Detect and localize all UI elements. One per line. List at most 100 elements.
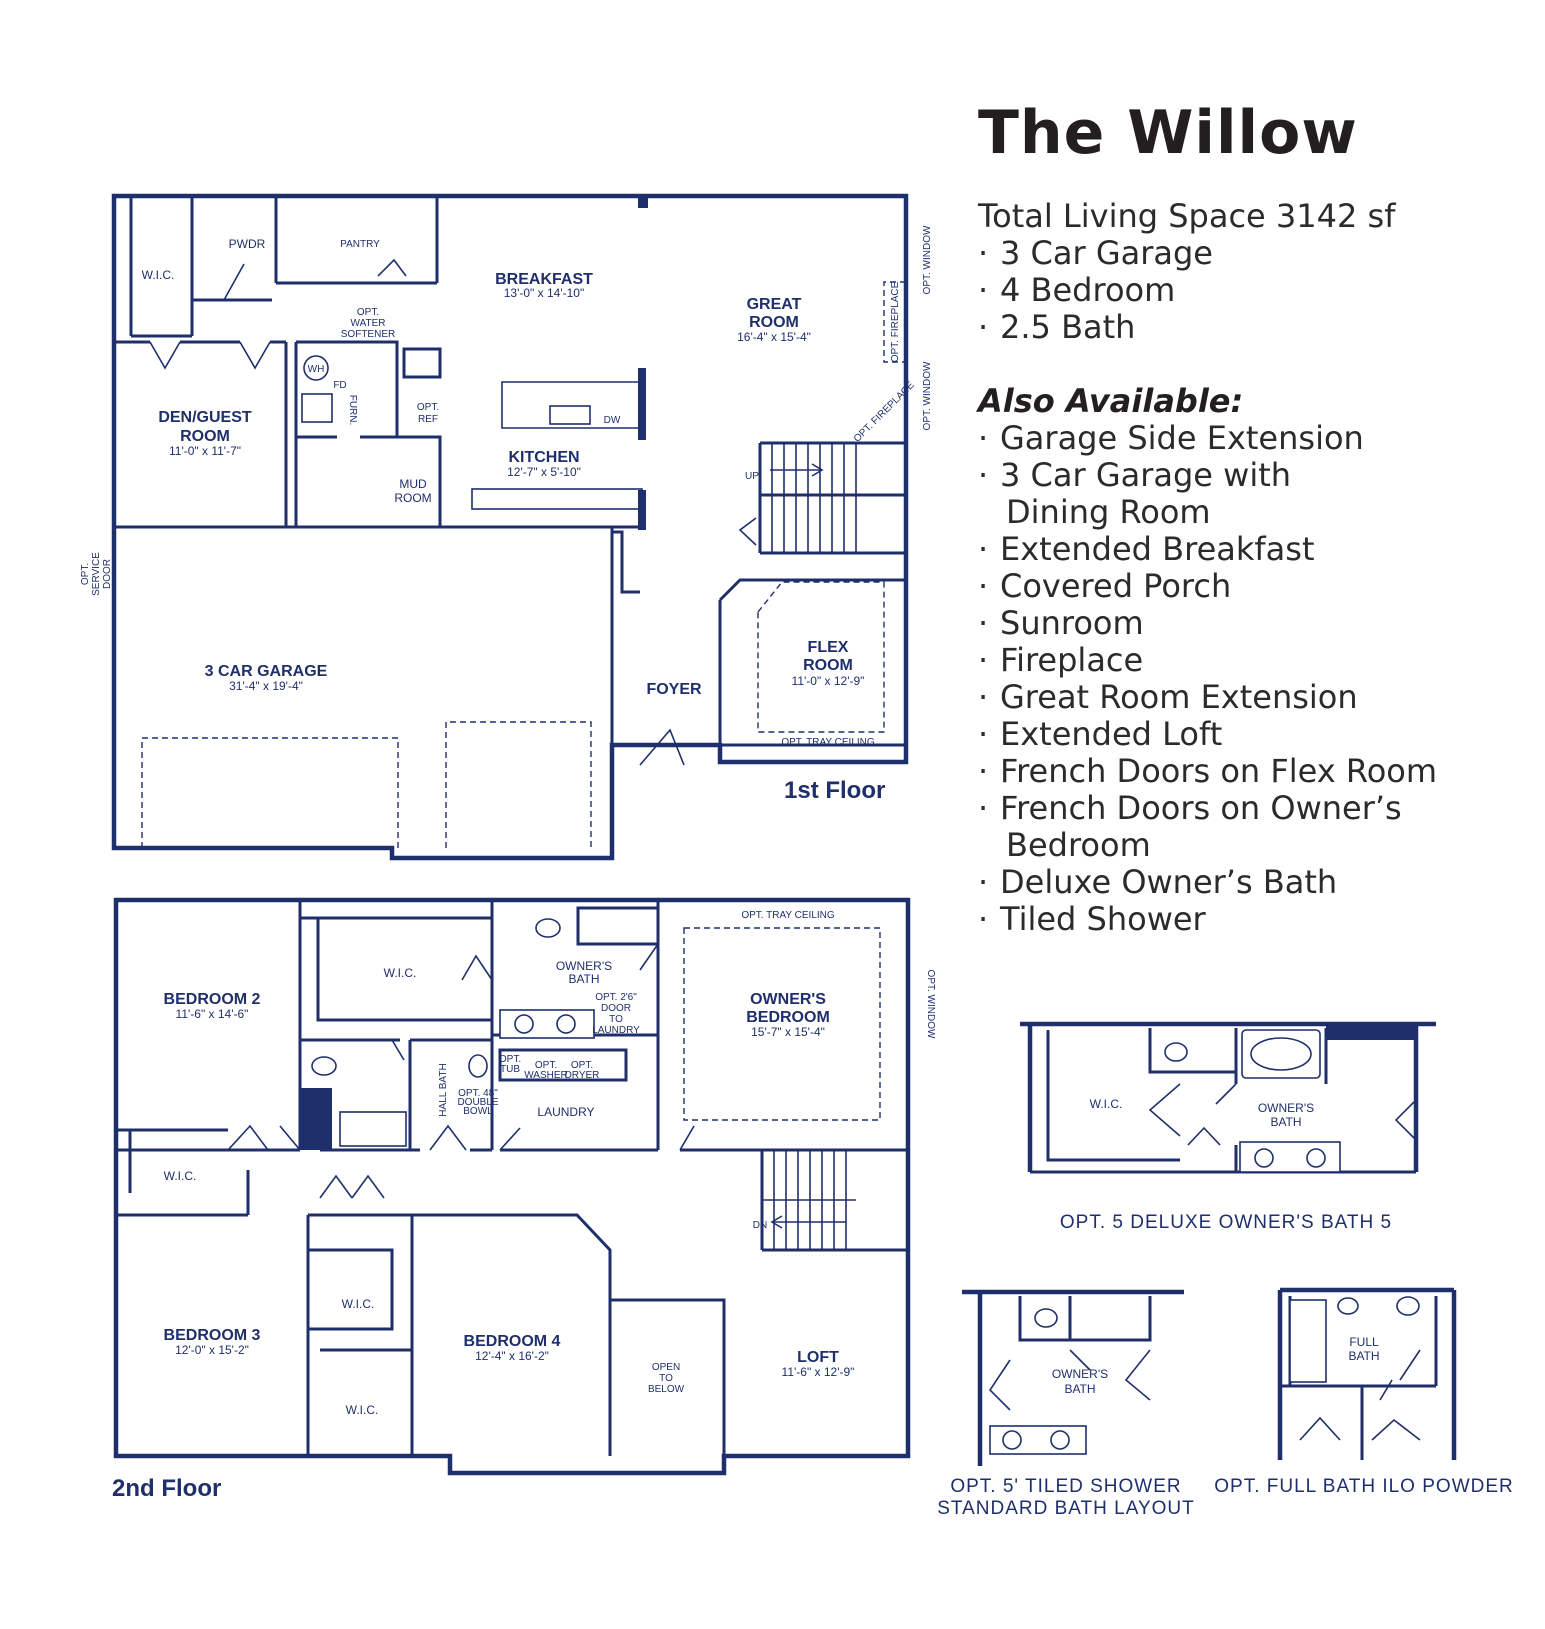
bullet-dot: ·: [978, 419, 989, 457]
also-item-text: Fireplace: [1000, 641, 1144, 679]
service-label-3: DOOR: [102, 559, 113, 589]
deluxe-sink-a: [1254, 1148, 1274, 1168]
also-available-title: Also Available:: [978, 382, 1244, 420]
stair-arrow-2: [770, 1215, 846, 1229]
door-label-4: LAUNDRY: [592, 1025, 640, 1036]
dryer-label-2: DRYER: [565, 1070, 600, 1081]
opt-tub-label-2: TUB: [500, 1064, 520, 1075]
tiled-bath-label-1: OWNER'S: [1052, 1367, 1108, 1381]
window-2-label: OPT. WINDOW: [925, 970, 936, 1039]
hall-tub: [339, 1111, 407, 1147]
feature-garage: ·3 Car Garage: [978, 234, 1213, 272]
also-item-0: · Garage Side Extension: [978, 420, 1538, 457]
hall-toilet: [311, 1056, 337, 1076]
water-heater-icon: [303, 355, 329, 381]
also-item-9-cont: Bedroom: [978, 827, 1538, 864]
owners-bed-label-1: OWNER'S: [750, 991, 826, 1008]
double-label-2: DOUBLE: [457, 1097, 498, 1108]
hall-bath-cabinet: [300, 1088, 332, 1150]
stair-wall: [758, 441, 906, 555]
kitchen-counter: [471, 488, 643, 510]
hall-bath-label: HALL BATH: [438, 1063, 449, 1116]
bedroom4-dim: 12'-4" x 16'-2": [475, 1349, 549, 1363]
mud-label-2: ROOM: [394, 491, 431, 505]
open-label-2: TO: [659, 1373, 673, 1384]
wic-b3b-label: W.I.C.: [346, 1403, 379, 1417]
feature-bath: ·2.5 Bath: [978, 308, 1136, 346]
tray-label-2: OPT. TRAY CEILING: [741, 910, 835, 921]
opt-ref-box: [402, 347, 442, 379]
tiled-shower-option: OWNER'S BATH OPT. 5' TILED SHOWER STANDA…: [937, 1289, 1194, 1519]
full-exterior: [1277, 1287, 1457, 1460]
window-a-label: OPT. WINDOW: [922, 225, 933, 294]
also-item-6: ·Great Room Extension: [978, 679, 1538, 716]
owners-bath-label-1: OWNER'S: [556, 959, 612, 973]
door-label-1: OPT. 2'6": [595, 992, 637, 1003]
water-label-3: SOFTENER: [341, 329, 395, 340]
dn-label: DN: [753, 1220, 767, 1231]
furn-label: FURN.: [347, 395, 358, 426]
feature-bedroom: ·4 Bedroom: [978, 271, 1176, 309]
wh-label: WH: [308, 364, 325, 375]
full-caption: OPT. FULL BATH ILO POWDER: [1214, 1476, 1514, 1497]
door-swings-1: [149, 258, 757, 766]
full-doors: [1299, 1349, 1421, 1441]
bullet-dot: ·: [978, 863, 989, 901]
also-item-9: ·French Doors on Owner’s: [978, 790, 1538, 827]
garage-door-a: [141, 737, 399, 848]
also-item-text: French Doors on Flex Room: [1000, 752, 1438, 790]
tiled-sink-b: [1050, 1430, 1070, 1450]
great-room-fireplace-opt: [883, 281, 906, 363]
owners-bath-label-2: BATH: [568, 972, 599, 986]
bedroom3-wall: [116, 1170, 414, 1456]
plan-info-panel: The Willow Total Living Space 3142 sf ·3…: [978, 100, 1538, 938]
second-floor-plan: BEDROOM 2 11'-6" x 14'-6" W.I.C. OWNER'S…: [112, 897, 936, 1502]
also-item-text: Tiled Shower: [1000, 900, 1206, 938]
deluxe-caption: OPT. 5 DELUXE OWNER'S BATH 5: [1060, 1212, 1392, 1233]
owners-bed-label-2: BEDROOM: [746, 1009, 830, 1026]
garage-wall: [114, 525, 614, 757]
den-dim: 11'-0" x 11'-7": [169, 444, 241, 458]
full-bath-option: FULL BATH OPT. FULL BATH ILO POWDER: [1214, 1287, 1514, 1497]
den-label-1: DEN/GUEST: [158, 409, 252, 426]
tiled-bath-label-2: BATH: [1064, 1382, 1095, 1396]
tiled-interior: [1018, 1296, 1152, 1342]
dw-label: DW: [604, 415, 621, 426]
tiled-exterior: [962, 1289, 1184, 1466]
also-item-text: Great Room Extension: [1000, 678, 1358, 716]
breakfast-label: BREAKFAST: [495, 271, 593, 288]
garage-label: 3 CAR GARAGE: [205, 663, 328, 680]
washer-label-1: OPT.: [535, 1060, 557, 1071]
stair-treads-2: [762, 1150, 856, 1250]
fireplace-a-label: OPT. FIREPLACE: [890, 281, 901, 362]
owners-vanity: [499, 1009, 595, 1039]
furnace-icon: [301, 393, 333, 423]
also-item-text: Sunroom: [1000, 604, 1144, 642]
ref-label-2: REF: [418, 414, 438, 425]
flex-label-1: FLEX: [808, 639, 849, 656]
great-room-dim: 16'-4" x 15'-4": [737, 330, 811, 344]
hall-sink: [468, 1054, 488, 1078]
closet-wall: [612, 525, 646, 594]
bullet-dot: ·: [978, 715, 989, 753]
owners-toilet: [535, 918, 561, 938]
bedroom3-label: BEDROOM 3: [164, 1327, 261, 1344]
also-item-text: Garage Side Extension: [1000, 419, 1364, 457]
stair-treads: [771, 443, 857, 553]
full-tub: [1289, 1299, 1327, 1383]
flex-label-2: ROOM: [803, 657, 853, 674]
full-sink: [1396, 1296, 1420, 1316]
column-c: [638, 196, 648, 208]
owners-bed-dim: 15'-7" x 15'-4": [751, 1025, 825, 1039]
water-label-1: OPT.: [357, 307, 379, 318]
column-b: [638, 490, 646, 530]
also-item-4: ·Sunroom: [978, 605, 1538, 642]
wic-wall: [129, 196, 194, 338]
second-floor-exterior-wall: [113, 897, 911, 1476]
also-item-2: ·Extended Breakfast: [978, 531, 1538, 568]
service-label-1: OPT.: [80, 563, 91, 585]
first-floor-plan: W.I.C. PWDR PANTRY BREAKFAST 13'-0" x 14…: [80, 193, 933, 861]
also-item-1-cont: Dining Room: [978, 494, 1538, 531]
deluxe-sink-b: [1306, 1148, 1326, 1168]
loft-dim: 11'-6" x 12'-9": [782, 1365, 855, 1379]
